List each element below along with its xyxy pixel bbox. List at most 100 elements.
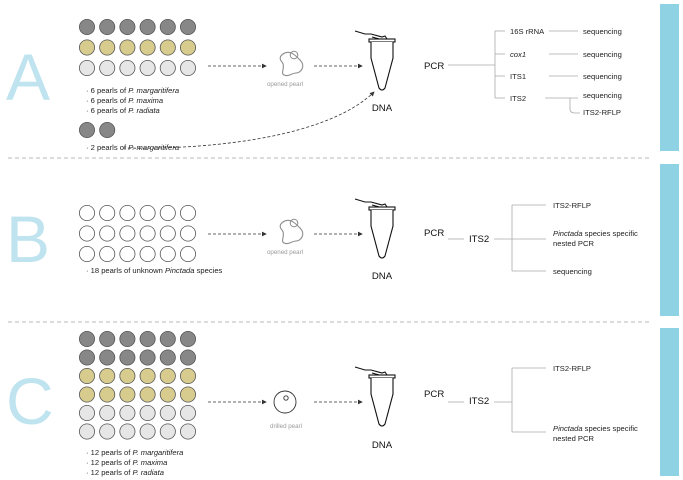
pearl-icon — [79, 423, 96, 440]
pearl-icon — [99, 60, 116, 77]
pearl-icon — [119, 349, 136, 366]
pearl-icon — [139, 386, 156, 403]
pearl-icon — [179, 39, 196, 56]
species-label-c-2: · 12 pearls of P. maxima — [86, 458, 167, 467]
pearl-icon — [79, 18, 96, 35]
pearl-icon — [99, 39, 116, 56]
panel-letter-b: B — [6, 202, 50, 276]
pearl-icon — [79, 330, 96, 347]
pearl-caption-b: opened pearl — [267, 249, 303, 256]
panel-c-accent-bar — [660, 328, 679, 476]
pearl-icon — [119, 386, 136, 403]
pearl-grid-b — [79, 204, 196, 262]
pcr-label-c: PCR — [424, 389, 444, 400]
method-sequencing-2: sequencing — [583, 50, 622, 59]
panel-b: B · 18 pearls of unknown Pinctada specie… — [6, 198, 638, 282]
pearl-icon — [179, 225, 196, 242]
pearl-icon — [99, 204, 116, 221]
pearl-icon — [179, 18, 196, 35]
tube-icon-a — [354, 30, 396, 91]
pearl-icon — [119, 404, 136, 421]
pearl-icon — [79, 60, 96, 77]
pearl-icon — [79, 225, 96, 242]
pearl-icon — [139, 423, 156, 440]
pearl-icon — [159, 330, 176, 347]
pearl-icon — [159, 225, 176, 242]
pearl-icon — [119, 204, 136, 221]
method-its2-rflp-b: ITS2-RFLP — [553, 201, 591, 210]
panel-c: C · 12 pearls of P. margaritifera · 12 p… — [6, 330, 638, 477]
species-label-c-3: · 12 pearls of P. radiata — [86, 468, 164, 477]
pcr-label-a: PCR — [424, 61, 444, 72]
pearl-icon — [139, 330, 156, 347]
pearl-icon — [139, 39, 156, 56]
tube-icon-c — [354, 366, 396, 427]
method-sequencing-1: sequencing — [583, 27, 622, 36]
pearl-icon — [139, 245, 156, 262]
species-label-a-1: · 6 pearls of P. margaritifera — [86, 86, 179, 95]
pearl-icon — [179, 349, 196, 366]
opened-pearl-icon — [279, 218, 304, 245]
pearl-icon — [159, 204, 176, 221]
dna-label-c: DNA — [372, 440, 393, 451]
pearl-icon — [119, 60, 136, 77]
pearl-icon — [119, 18, 136, 35]
pearl-icon — [99, 18, 116, 35]
species-label-c-1: · 12 pearls of P. margaritifera — [86, 448, 183, 457]
pearl-icon — [139, 60, 156, 77]
species-label-a-extra: · 2 pearls of P. margaritifera — [86, 143, 179, 152]
target-cox1: cox1 — [510, 50, 526, 59]
method-its2-rflp-c: ITS2-RFLP — [553, 364, 591, 373]
pearl-icon — [79, 404, 96, 421]
pearl-icon — [159, 349, 176, 366]
pearl-icon — [159, 245, 176, 262]
pearl-icon — [179, 404, 196, 421]
method-sequencing-4: sequencing — [583, 91, 622, 100]
pearl-icon — [99, 225, 116, 242]
pearl-icon — [159, 39, 176, 56]
pearl-icon — [79, 245, 96, 262]
pearl-icon — [179, 423, 196, 440]
pcr-label-b: PCR — [424, 228, 444, 239]
pearl-icon — [99, 367, 116, 384]
pearl-icon — [179, 386, 196, 403]
pearl-icon — [99, 349, 116, 366]
pearl-icon — [159, 18, 176, 35]
pearl-icon — [79, 39, 96, 56]
species-label-b: · 18 pearls of unknown Pinctada species — [86, 266, 223, 275]
tube-icon-b — [354, 198, 396, 259]
drilled-pearl-icon — [273, 390, 297, 414]
pearl-icon — [79, 386, 96, 403]
pearl-icon — [99, 122, 116, 139]
panel-a: A · 6 pearls of P. margaritifera · 6 pea… — [6, 18, 622, 152]
pearl-icon — [119, 367, 136, 384]
pearl-icon — [159, 60, 176, 77]
arrow-extra-pearls-to-tube — [122, 91, 375, 149]
method-its2-rflp-a: ITS2-RFLP — [583, 108, 621, 117]
pearl-icon — [159, 386, 176, 403]
species-label-a-2: · 6 pearls of P. maxima — [86, 96, 163, 105]
method-nested-pcr-b-line2: nested PCR — [553, 239, 594, 248]
pearl-icon — [79, 122, 96, 139]
its2-label-b: ITS2 — [469, 234, 489, 245]
pearl-icon — [179, 367, 196, 384]
panel-a-accent-bar — [660, 4, 679, 151]
its2-label-c: ITS2 — [469, 396, 489, 407]
panel-b-accent-bar — [660, 164, 679, 316]
pearl-icon — [119, 225, 136, 242]
pearl-icon — [179, 245, 196, 262]
pearl-icon — [179, 204, 196, 221]
panel-letter-c: C — [6, 364, 54, 438]
pearl-icon — [139, 225, 156, 242]
pearl-icon — [79, 204, 96, 221]
pearl-icon — [179, 60, 196, 77]
pearl-icon — [99, 330, 116, 347]
target-its2: ITS2 — [510, 94, 526, 103]
method-sequencing-b: sequencing — [553, 267, 592, 276]
pearl-icon — [139, 349, 156, 366]
pearl-icon — [99, 245, 116, 262]
pearl-icon — [139, 367, 156, 384]
method-nested-pcr-c-line2: nested PCR — [553, 434, 594, 443]
pearl-icon — [99, 423, 116, 440]
